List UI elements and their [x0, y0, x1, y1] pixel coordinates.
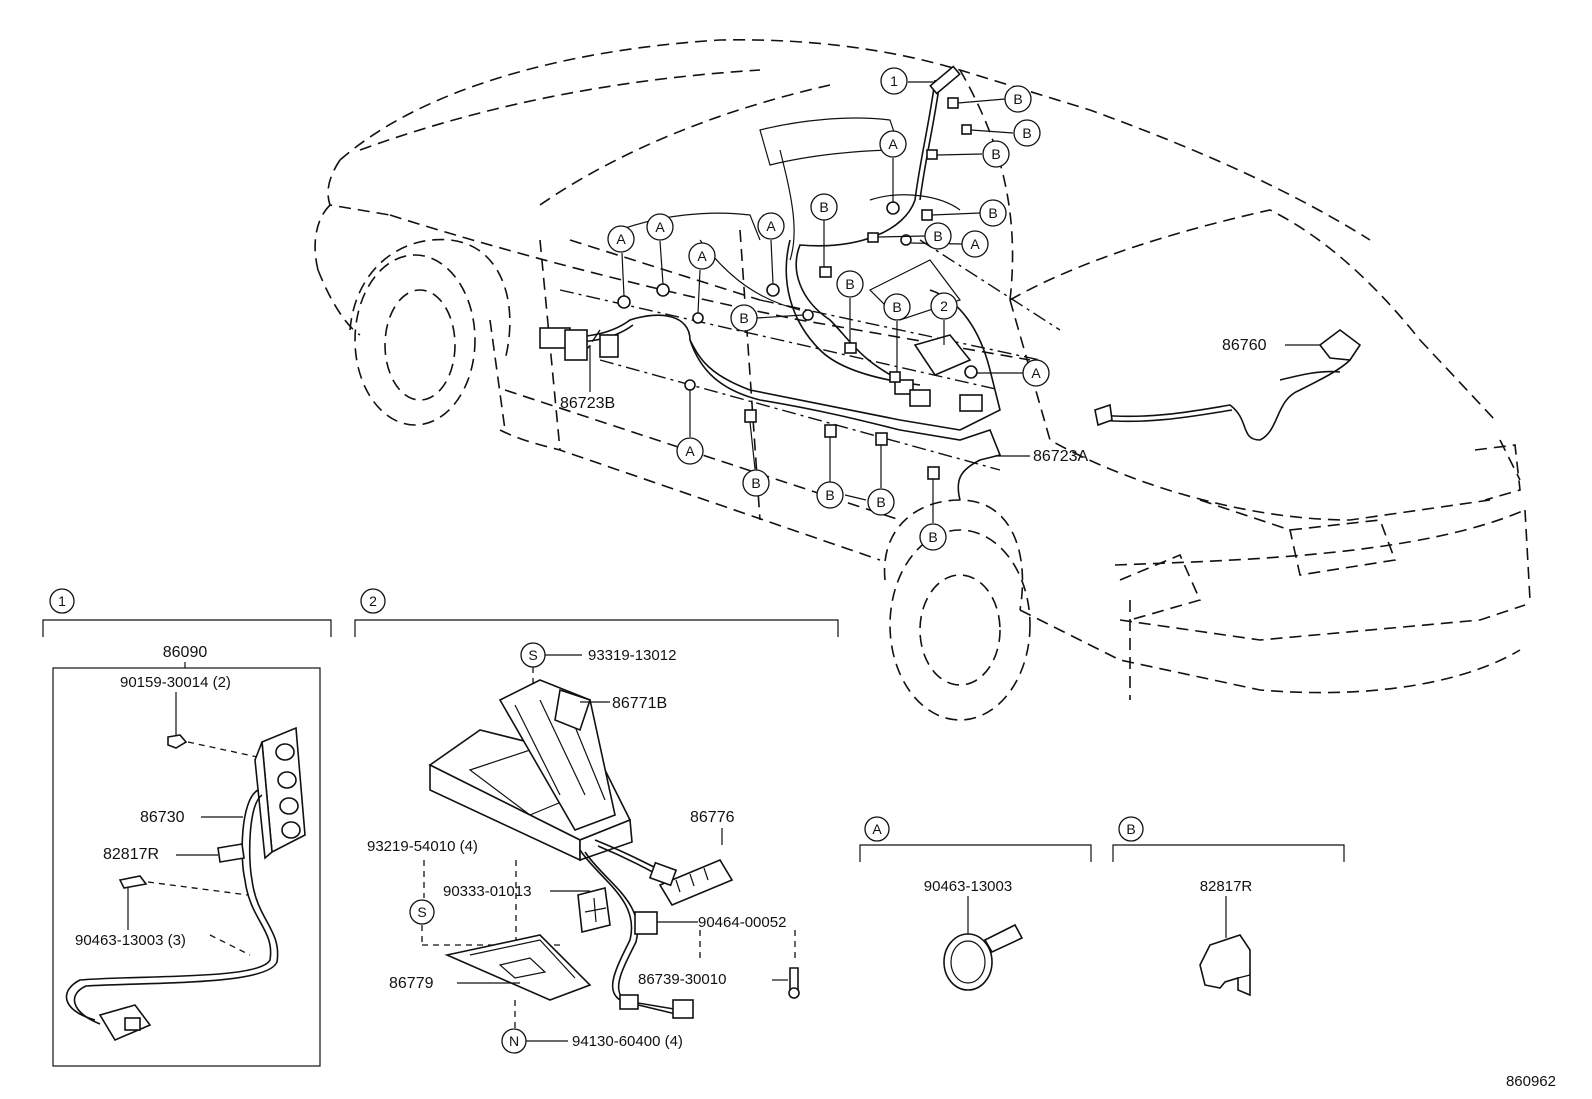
callout-s-top: S: [528, 647, 537, 663]
detail-2-ref: 2: [369, 593, 377, 609]
label-86723b: 86723B: [560, 395, 615, 412]
callout-a: A: [697, 248, 707, 264]
label-82817r: 82817R: [103, 846, 159, 863]
label-90333-01013: 90333-01013: [443, 883, 531, 900]
callout-a: A: [1031, 365, 1041, 381]
trunk-harness-86760: [1094, 329, 1362, 441]
callout-b: B: [892, 299, 901, 315]
detail-2-section: 2 S 93319-13012 86771B 86776: [354, 588, 839, 1054]
callout-b: B: [1013, 91, 1022, 107]
callout-b: B: [928, 529, 937, 545]
callout-b: B: [751, 475, 760, 491]
detail-b-section: B 82817R: [1112, 816, 1345, 997]
document-code: 860962: [1506, 1073, 1556, 1090]
callout-1-top: 1: [890, 73, 898, 89]
label-90463-13003-3: 90463-13003 (3): [75, 932, 186, 949]
callout-a: A: [685, 443, 695, 459]
label-90464-00052: 90464-00052: [698, 914, 786, 931]
callout-b: B: [933, 228, 942, 244]
callout-n: N: [509, 1033, 519, 1049]
callout-a: A: [970, 236, 980, 252]
label-86739-30010: 86739-30010: [638, 971, 726, 988]
callout-2-floor: 2: [940, 298, 948, 314]
callout-b: B: [739, 310, 748, 326]
label-86723a: 86723A: [1033, 448, 1088, 465]
callout-b: B: [876, 494, 885, 510]
detail-b-ref: B: [1126, 821, 1135, 837]
callout-a: A: [766, 218, 776, 234]
callout-b: B: [988, 205, 997, 221]
car-body-outline: [314, 39, 1531, 721]
leader-lines: [589, 81, 1320, 523]
detail-a-section: A 90463-13003: [859, 816, 1092, 991]
callout-a: A: [655, 219, 665, 235]
label-86730: 86730: [140, 809, 185, 826]
callout-b: B: [991, 146, 1000, 162]
label-90463-13003: 90463-13003: [924, 878, 1012, 895]
label-90159-30014: 90159-30014 (2): [120, 674, 231, 691]
callout-circles: 1 2 A A A A A A A A B B B B B B B B B B …: [607, 67, 1050, 551]
label-82817r-b: 82817R: [1200, 878, 1253, 895]
label-86771b: 86771B: [612, 695, 667, 712]
floor-module: [913, 334, 972, 376]
label-93319-13012: 93319-13012: [588, 647, 676, 664]
label-93219-54010: 93219-54010 (4): [367, 838, 478, 855]
detail-a-ref: A: [872, 821, 882, 837]
callout-b: B: [845, 276, 854, 292]
label-86776: 86776: [690, 809, 735, 826]
label-86090: 86090: [163, 644, 208, 661]
detail-1-ref: 1: [58, 593, 66, 609]
callout-b: B: [1022, 125, 1031, 141]
label-86760: 86760: [1222, 337, 1267, 354]
callout-b: B: [819, 199, 828, 215]
callout-s-left: S: [417, 904, 426, 920]
callout-a: A: [616, 231, 626, 247]
harness-clamps: [617, 97, 978, 480]
callout-a: A: [888, 136, 898, 152]
wire-harness-86723: [539, 65, 1002, 501]
label-86779: 86779: [389, 975, 434, 992]
callout-b: B: [825, 487, 834, 503]
label-94130-60400: 94130-60400 (4): [572, 1033, 683, 1050]
detail-1-section: 1 86090 90159-30014 (2) 86730 82817R 904…: [42, 588, 332, 1067]
